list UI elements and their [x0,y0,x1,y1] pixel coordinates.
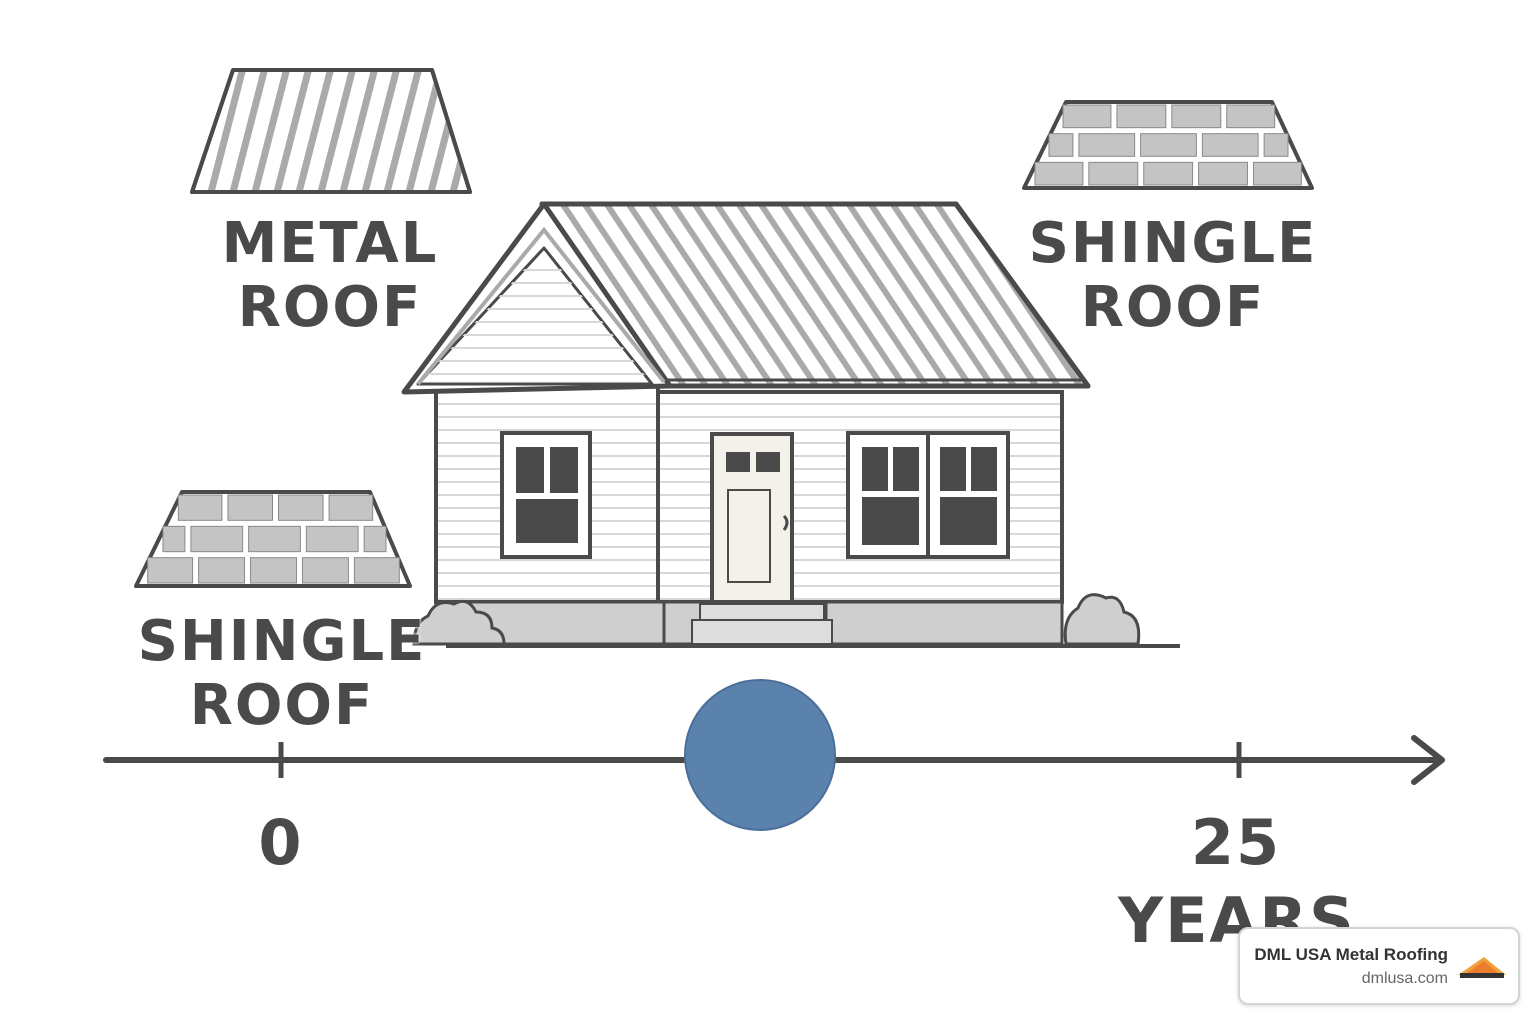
brand-logo-icon [1458,957,1506,978]
timeline-start-label: 0 [258,806,304,879]
front-door-icon [710,432,794,604]
metal-roof-label-line2: ROOF [237,275,423,340]
brand-badge-url[interactable]: dmlusa.com [1361,970,1448,987]
brand-badge-title: DML USA Metal Roofing [1254,945,1448,964]
shingle-roof-right-line1: SHINGLE [1028,211,1318,276]
metal-roof-label: METAL ROOF [200,216,460,336]
timeline-end-label: 25 [1190,806,1282,879]
shingle-roof-label-left: SHINGLE ROOF [134,614,430,734]
bush-left [412,599,506,646]
shingle-roof-label-right: SHINGLE ROOF [1028,216,1318,336]
shingle-roof-panel-icon-left [134,490,412,588]
house-illustration [401,201,1180,648]
window-left-icon [500,431,592,559]
metal-roof-panel-icon [190,68,472,194]
metal-roof-label-line1: METAL [221,211,439,276]
shingle-roof-left-line2: ROOF [189,673,375,738]
timeline-axis [103,679,1445,831]
front-steps [691,603,833,645]
window-right-icon [846,431,1010,559]
shingle-tiles-left [147,494,400,584]
bush-right [1063,593,1141,646]
shingle-tiles-right [1034,104,1302,186]
shingle-roof-right-line2: ROOF [1080,275,1266,340]
brand-badge[interactable]: DML USA Metal Roofing dmlusa.com [1238,927,1520,1005]
timeline-marker-dot [684,679,836,831]
shingle-roof-panel-icon-right [1022,100,1314,190]
shingle-roof-left-line1: SHINGLE [137,609,427,674]
